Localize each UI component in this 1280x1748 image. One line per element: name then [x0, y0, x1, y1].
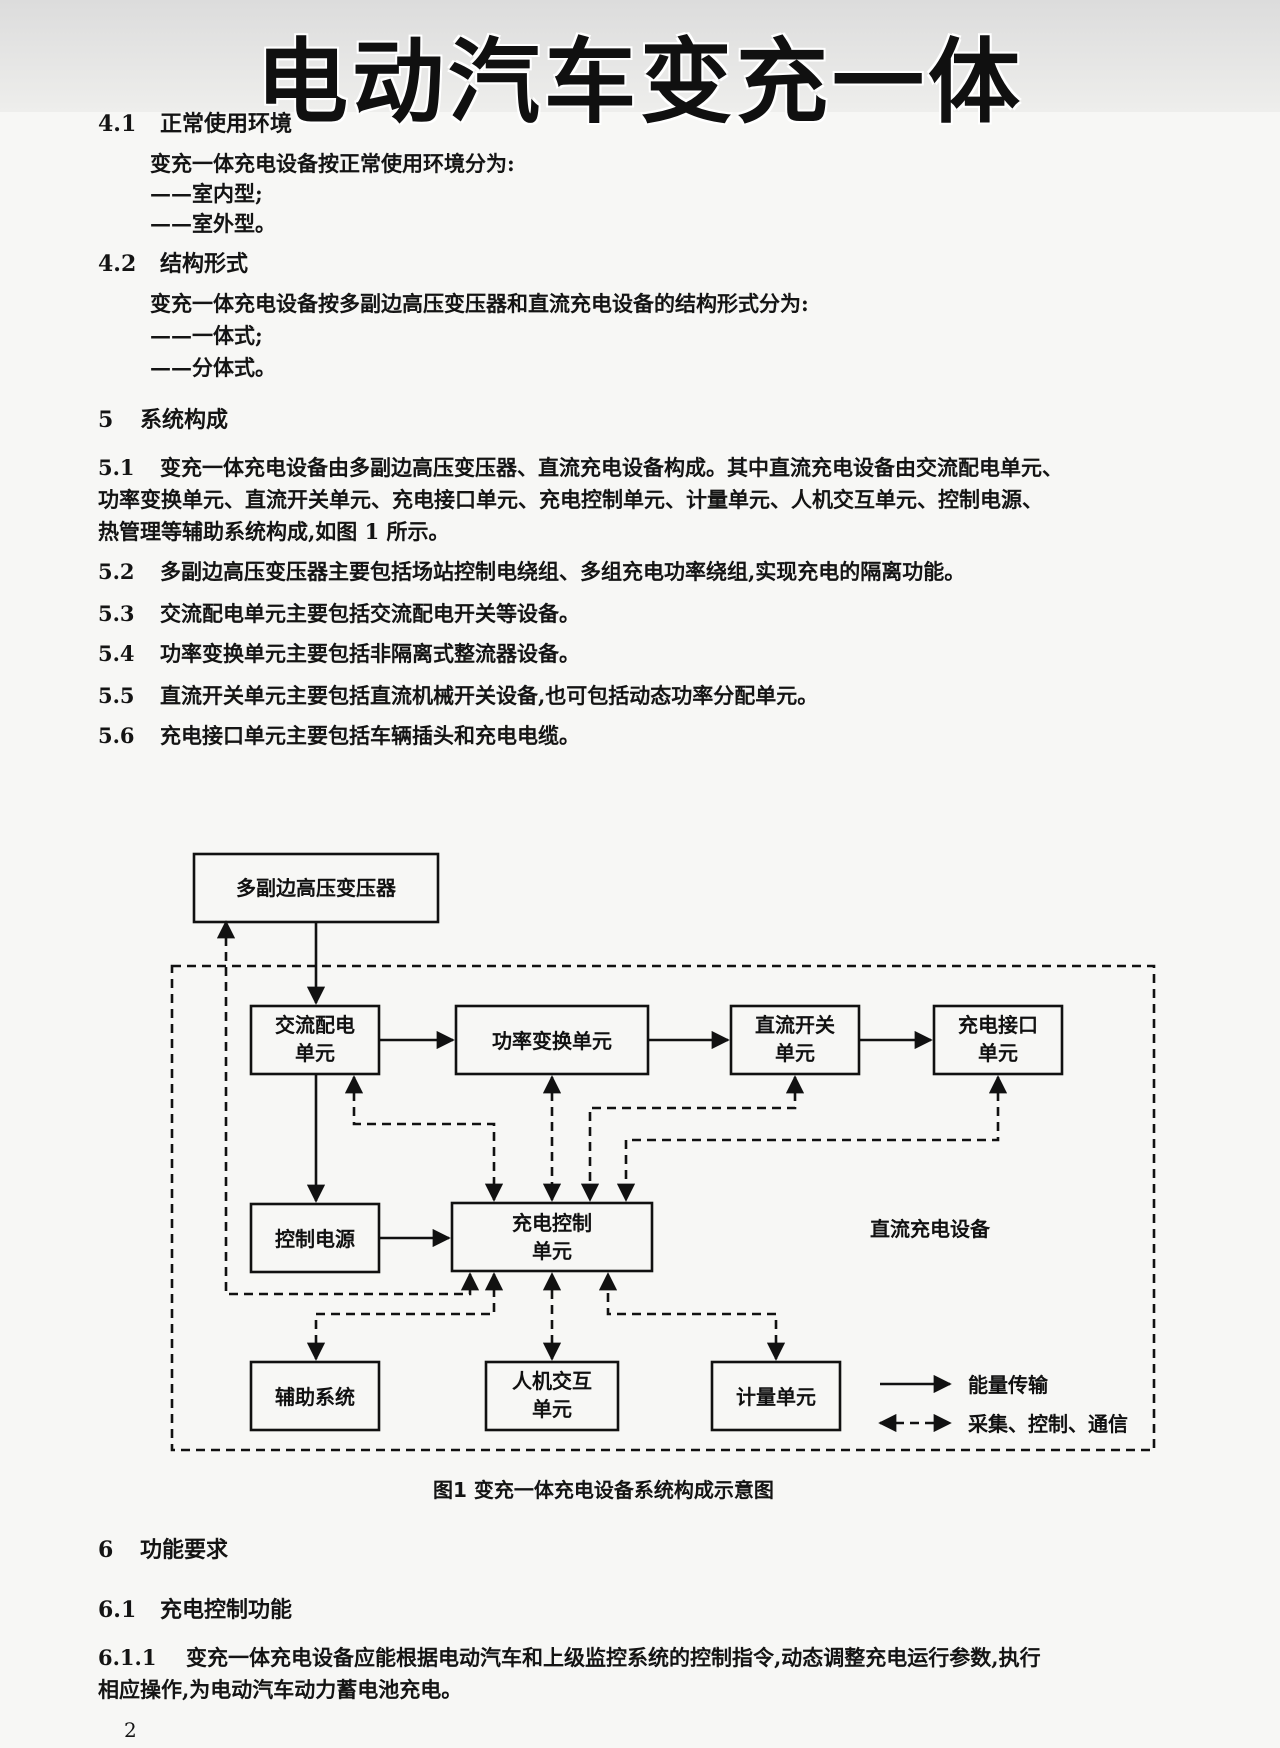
system-diagram: 多副边高压变压器 交流配电 单元 功率变换单元 直流开关 单元 充电接口 单元 …: [170, 852, 1156, 1452]
paragraph-5-1: 5.1 变充一体充电设备由多副边高压变压器、直流充电设备构成。其中直流充电设备由交…: [98, 452, 1063, 482]
heading-number: 4.2: [98, 251, 137, 277]
dc-equipment-boundary: [170, 964, 1156, 1452]
paragraph-text: 多副边高压变压器主要包括场站控制电绕组、多组充电功率绕组,实现充电的隔离功能。: [160, 559, 966, 584]
charging-interface-label: 单元: [978, 1041, 1018, 1065]
paragraph-4-1-intro: 变充一体充电设备按正常使用环境分为:: [150, 151, 515, 176]
paragraph-text: 直流开关单元主要包括直流机械开关设备,也可包括动态功率分配单元。: [160, 683, 819, 708]
ac-distribution-label: 交流配电: [275, 1013, 355, 1037]
aux-system-box: [249, 1360, 381, 1432]
paragraph-5-3: 5.3 交流配电单元主要包括交流配电开关等设备。: [98, 598, 580, 628]
charging-interface-label: 充电接口: [958, 1013, 1038, 1037]
heading-6: 6 功能要求: [98, 1532, 228, 1564]
banner-title: 电动汽车变充一体: [255, 29, 1024, 136]
paragraph-line: 变充一体充电设备应能根据电动汽车和上级监控系统的控制指令,动态调整充电运行参数,…: [186, 1645, 1041, 1670]
legend-comm-label: 采集、控制、通信: [968, 1412, 1128, 1436]
paragraph-line: 变充一体充电设备由多副边高压变压器、直流充电设备构成。其中直流充电设备由交流配电…: [160, 455, 1063, 480]
paragraph-line: 功率变换单元、直流开关单元、充电接口单元、充电控制单元、计量单元、人机交互单元、…: [98, 487, 1043, 512]
aux-system-label: 辅助系统: [275, 1385, 355, 1409]
paragraph-5-5: 5.5 直流开关单元主要包括直流机械开关设备,也可包括动态功率分配单元。: [98, 680, 818, 710]
paragraph-number: 5.1: [98, 455, 135, 480]
list-item: ——一体式;: [150, 323, 263, 348]
heading-number: 4.1: [98, 111, 137, 137]
heading-number: 6.1: [98, 1597, 137, 1623]
list-item: ——分体式。: [150, 355, 276, 380]
transformer-label: 多副边高压变压器: [236, 876, 397, 900]
title-banner: 电动汽车变充一体: [0, 0, 1280, 136]
charging-control-label: 单元: [532, 1239, 572, 1263]
legend-energy-label: 能量传输: [968, 1373, 1049, 1397]
page-number: 2: [124, 1718, 137, 1742]
paragraph-5-4: 5.4 功率变换单元主要包括非隔离式整流器设备。: [98, 638, 580, 668]
list-item: ——室内型;: [150, 181, 263, 206]
heading-title: 充电控制功能: [160, 1597, 293, 1623]
control-power-label: 控制电源: [275, 1227, 355, 1251]
dc-switch-label: 直流开关: [755, 1013, 835, 1037]
heading-title: 结构形式: [160, 251, 249, 277]
paragraph-number: 5.4: [98, 641, 135, 666]
ac-distribution-label: 单元: [295, 1041, 335, 1065]
metering-label: 计量单元: [736, 1385, 816, 1409]
heading-number: 6: [98, 1537, 114, 1563]
power-conversion-label: 功率变换单元: [492, 1029, 612, 1053]
paragraph-line: 相应操作,为电动汽车动力蓄电池充电。: [98, 1677, 463, 1702]
dc-switch-label: 单元: [775, 1041, 815, 1065]
heading-6-1: 6.1 充电控制功能: [98, 1592, 292, 1624]
paragraph-number: 5.2: [98, 559, 135, 584]
charging-control-label: 充电控制: [512, 1211, 592, 1235]
dc-equipment-label: 直流充电设备: [870, 1217, 991, 1241]
hmi-label: 单元: [532, 1397, 572, 1421]
heading-4-1: 4.1 正常使用环境: [98, 106, 292, 138]
hmi-box: [484, 1360, 620, 1432]
metering-box: [710, 1360, 842, 1432]
paragraph-5-6: 5.6 充电接口单元主要包括车辆插头和充电电缆。: [98, 720, 580, 750]
paragraph-5-2: 5.2 多副边高压变压器主要包括场站控制电绕组、多组充电功率绕组,实现充电的隔离功…: [98, 556, 965, 586]
heading-5: 5 系统构成: [98, 402, 228, 434]
paragraph-number: 6.1.1: [98, 1645, 157, 1670]
charging-interface-box: [932, 1004, 1064, 1076]
heading-title: 系统构成: [140, 407, 229, 433]
paragraph-6-1-1: 6.1.1 变充一体充电设备应能根据电动汽车和上级监控系统的控制指令,动态调整充电…: [98, 1642, 1041, 1672]
paragraph-number: 5.5: [98, 683, 135, 708]
heading-4-2: 4.2 结构形式: [98, 246, 248, 278]
figure-caption: 图1 变充一体充电设备系统构成示意图: [433, 1478, 774, 1502]
paragraph-number: 5.6: [98, 723, 135, 748]
list-item: ——室外型。: [150, 211, 276, 236]
hmi-label: 人机交互: [512, 1369, 592, 1393]
heading-title: 功能要求: [140, 1537, 229, 1563]
paragraph-line: 热管理等辅助系统构成,如图 1 所示。: [98, 519, 450, 544]
paragraph-text: 交流配电单元主要包括交流配电开关等设备。: [160, 601, 580, 626]
paragraph-4-2-intro: 变充一体充电设备按多副边高压变压器和直流充电设备的结构形式分为:: [150, 291, 809, 316]
heading-title: 正常使用环境: [160, 111, 293, 137]
paragraph-text: 功率变换单元主要包括非隔离式整流器设备。: [160, 641, 580, 666]
paragraph-text: 充电接口单元主要包括车辆插头和充电电缆。: [160, 723, 580, 748]
heading-number: 5: [98, 407, 114, 433]
paragraph-number: 5.3: [98, 601, 135, 626]
